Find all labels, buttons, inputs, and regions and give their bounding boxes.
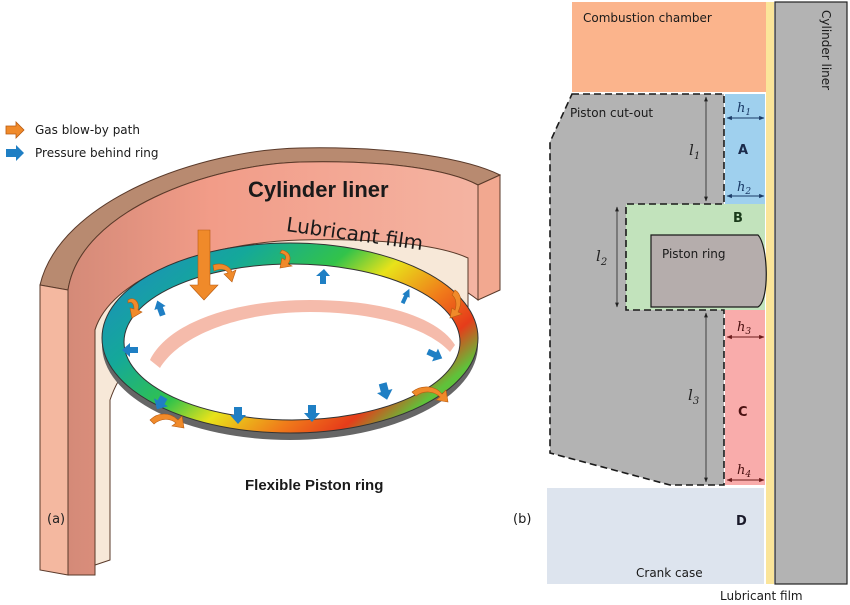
cylinder-liner-block [774,1,848,585]
piston-cutout-label: Piston cut-out [570,106,653,120]
region-d-label: D [736,514,747,529]
region-a [725,94,765,204]
panel-a: Gas blow-by path Pressure behind ring Cy… [5,121,502,576]
cylinder-liner-label: Cylinder liner [248,177,389,202]
region-c-label: C [738,405,748,420]
cylinder-liner-vertical-label: Cylinder liner [819,10,833,90]
gas-arrow-curl [127,298,143,319]
region-d-crank-case [547,488,764,584]
dimension-l3-label: l3 [688,386,699,407]
panel-b-label: (b) [513,512,531,527]
region-b-label: B [733,211,743,226]
pressure-arrow [400,288,410,305]
gas-arrow-curl [449,289,463,319]
gas-arrow-curl [411,386,449,403]
blue-arrow-icon [6,145,24,161]
dimension-h1-label: h1 [737,101,751,118]
lubricant-film-strip [766,2,774,584]
gas-blow-by-arrows [127,229,463,429]
pressure-arrow [377,382,393,400]
pressure-arrows [122,269,443,424]
pressure-arrow [316,269,330,284]
dimension-l1-label: l1 [689,141,700,162]
panel-a-label: (a) [47,512,65,527]
combustion-chamber-label: Combustion chamber [583,11,712,25]
dimension-h3-label: h3 [737,320,751,337]
pressure-arrow [304,405,320,422]
pressure-arrow [426,348,443,362]
legend-item-gas-blow-by: Gas blow-by path [5,121,140,139]
piston-ring-3d: Flexible Piston ring [101,242,479,494]
pressure-arrow [154,300,166,317]
piston-cutout-region [549,93,725,486]
dimension-h2-label: h2 [737,180,751,197]
gas-arrow-main [189,229,219,301]
region-a-label: A [738,143,748,158]
gas-arrow-curl [212,263,237,283]
pressure-arrow [230,407,246,424]
orange-arrow-icon [5,121,25,139]
flexible-piston-ring-label: Flexible Piston ring [245,477,383,494]
piston-ring-label: Piston ring [662,247,726,261]
combustion-chamber-region [572,2,766,92]
legend-gas-blow-by-text: Gas blow-by path [35,123,140,137]
legend: Gas blow-by path Pressure behind ring [5,121,159,161]
gas-arrow-curl [149,413,185,429]
region-c [725,310,765,485]
legend-pressure-text: Pressure behind ring [35,146,159,160]
legend-item-pressure: Pressure behind ring [6,145,159,161]
dimension-h4-label: h4 [737,463,751,480]
panel-b: Combustion chamber Cylinder liner A B C … [513,1,848,603]
piston-ring-section [650,234,767,308]
lubricant-film-bottom-label: Lubricant film [720,589,803,603]
dimension-l2-label: l2 [596,247,607,268]
pressure-arrow [122,343,138,357]
pressure-arrow [154,395,168,410]
gas-arrow-curl [279,249,293,269]
crank-case-label: Crank case [636,566,703,580]
